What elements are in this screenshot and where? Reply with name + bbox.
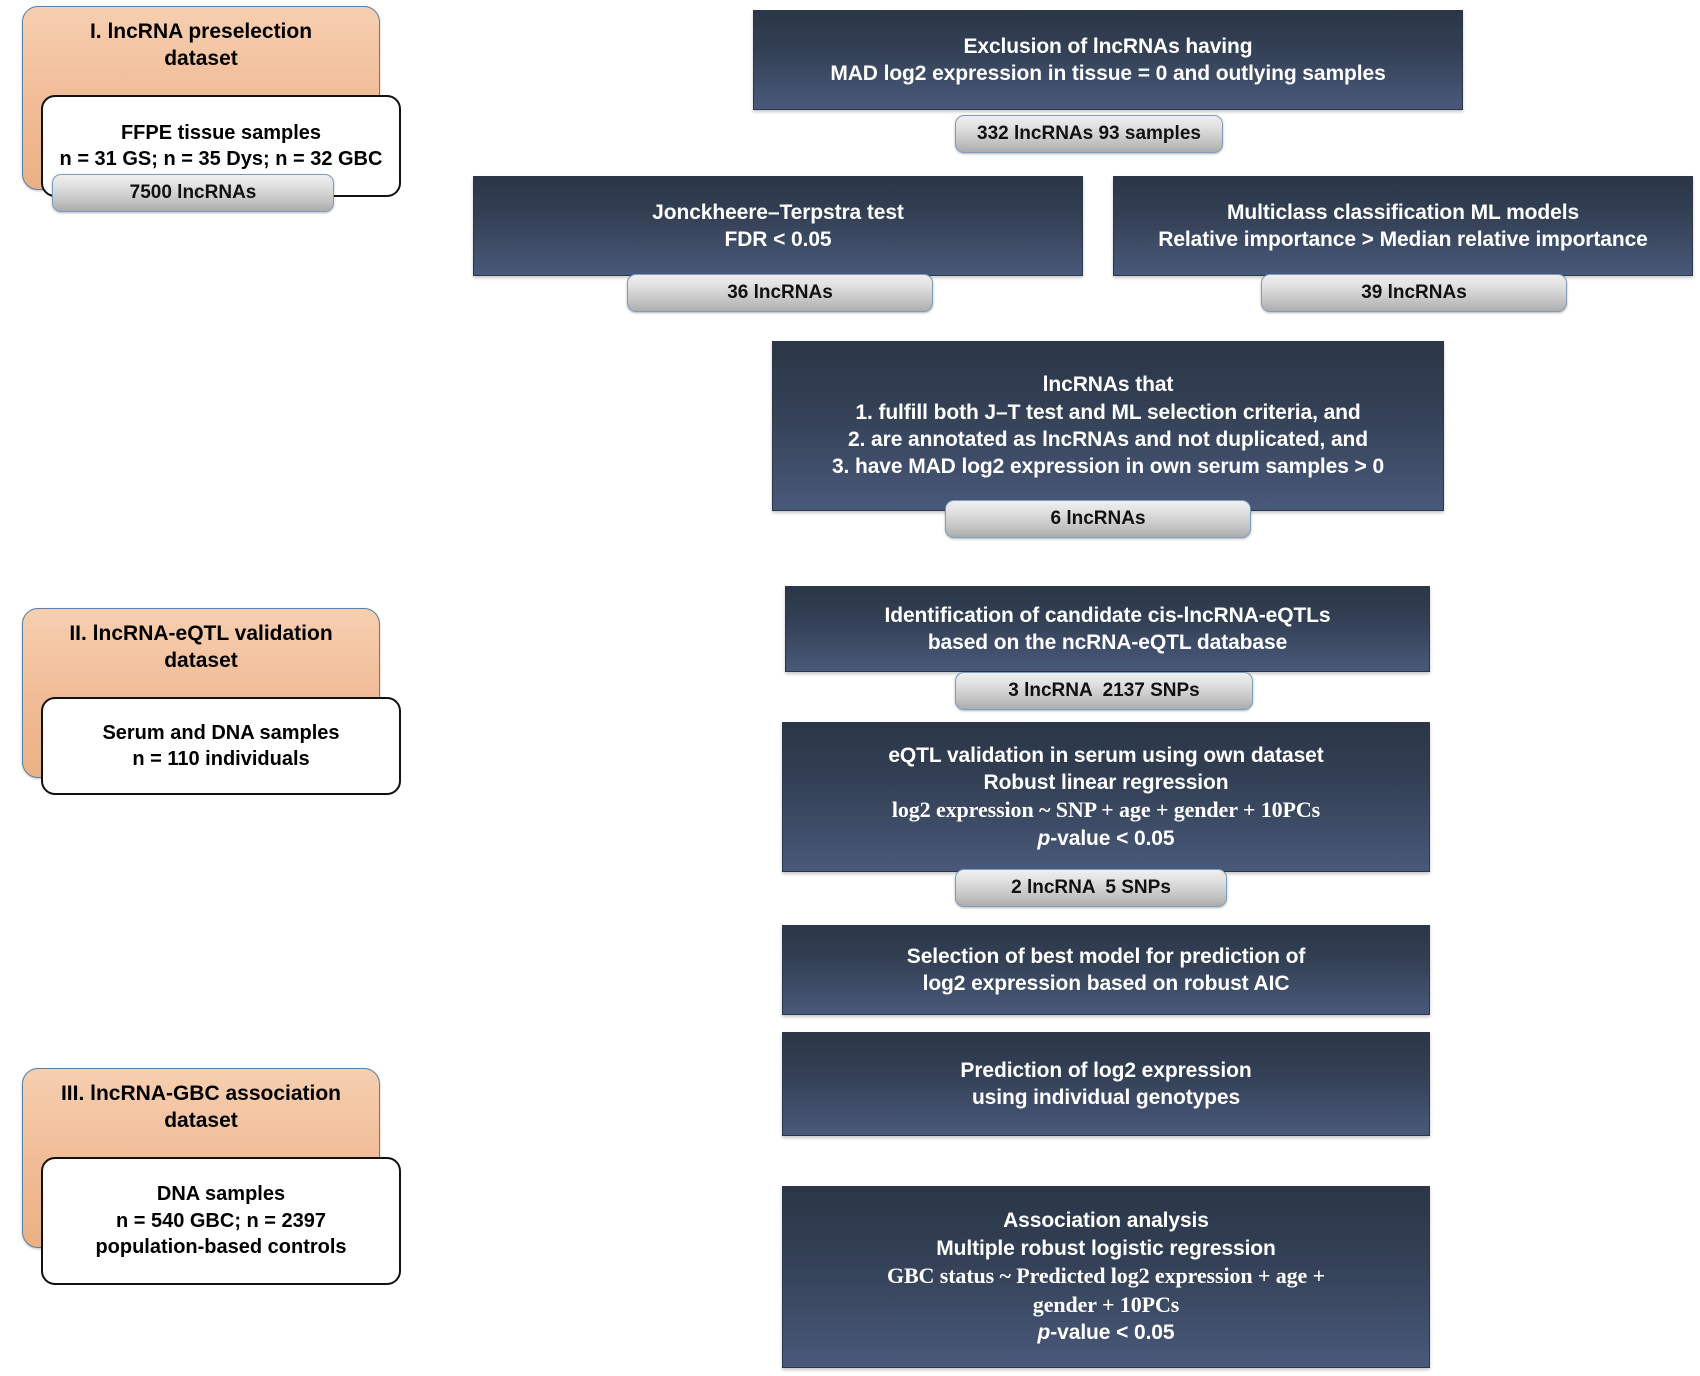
process-box-best-model-selection: Selection of best model for prediction o… <box>782 925 1430 1015</box>
chip-ml-models[interactable]: 39 lncRNAs <box>1261 274 1567 312</box>
dataset-1-title: I. lncRNA preselection dataset <box>23 7 379 83</box>
dataset-card-1: I. lncRNA preselection dataset FFPE tiss… <box>22 6 401 197</box>
criteria-line-0: lncRNAs that <box>1042 373 1174 397</box>
process-box-eqtl-validation: eQTL validation in serum using own datas… <box>782 722 1430 872</box>
process-box-jt-test: Jonckheere–Terpstra test FDR < 0.05 <box>473 176 1083 276</box>
assoc-line-1: Association analysis <box>1003 1209 1209 1233</box>
dataset-2-detail-line-1: Serum and DNA samples <box>102 721 340 744</box>
prediction-line-2: using individual genotypes <box>971 1086 1241 1109</box>
ml-line-2: Relative importance > Median relative im… <box>1158 228 1648 251</box>
jt-line-2: FDR < 0.05 <box>724 228 832 251</box>
process-box-exclusion: Exclusion of lncRNAs having MAD log2 exp… <box>753 10 1463 110</box>
cis-eqtl-line-2: based on the ncRNA-eQTL database <box>927 631 1288 654</box>
eqtl-val-formula: log2 expression ~ SNP + age + gender + 1… <box>891 797 1321 823</box>
exclusion-line-1: Exclusion of lncRNAs having <box>963 34 1253 58</box>
dataset-3-title-line-1: III. lncRNA-GBC association <box>60 1082 342 1105</box>
eqtl-val-line-1: eQTL validation in serum using own datas… <box>888 743 1324 767</box>
dataset-1-detail-line-1: FFPE tissue samples <box>120 121 322 144</box>
prediction-line-1: Prediction of log2 expression <box>960 1058 1252 1082</box>
jt-line-1: Jonckheere–Terpstra test <box>652 200 904 224</box>
dataset-2-title-line-2: dataset <box>164 648 238 672</box>
dataset-3-detail-line-3: population-based controls <box>95 1236 347 1259</box>
dataset-3-detail: DNA samples n = 540 GBC; n = 2397 popula… <box>41 1157 401 1285</box>
chip-jt-test[interactable]: 36 lncRNAs <box>627 274 933 312</box>
cis-eqtl-line-1: Identification of candidate cis-lncRNA-e… <box>884 603 1331 627</box>
assoc-formula-line-2: gender + 10PCs <box>1032 1291 1180 1317</box>
eqtl-val-line-2: Robust linear regression <box>983 771 1229 795</box>
process-box-cis-eqtl-identification: Identification of candidate cis-lncRNA-e… <box>785 586 1430 672</box>
chip-exclusion[interactable]: 332 lncRNAs 93 samples <box>955 115 1223 153</box>
dataset-3-detail-line-2: n = 540 GBC; n = 2397 <box>115 1209 327 1232</box>
process-box-association-analysis: Association analysis Multiple robust log… <box>782 1186 1430 1368</box>
eqtl-val-pvalue: p-value < 0.05 <box>1037 826 1175 850</box>
assoc-formula-line-1: GBC status ~ Predicted log2 expression +… <box>886 1263 1326 1289</box>
ml-line-1: Multiclass classification ML models <box>1226 200 1580 224</box>
assoc-pvalue: p-value < 0.05 <box>1037 1321 1175 1345</box>
dataset-2-title: II. lncRNA-eQTL validation dataset <box>23 609 379 685</box>
assoc-line-2: Multiple robust logistic regression <box>936 1236 1276 1260</box>
dataset-3-detail-line-1: DNA samples <box>156 1183 286 1206</box>
chip-combined-criteria[interactable]: 6 lncRNAs <box>945 500 1251 538</box>
criteria-line-1: 1. fulfill both J–T test and ML selectio… <box>855 400 1361 424</box>
dataset-2-detail: Serum and DNA samples n = 110 individual… <box>41 697 401 795</box>
chip-cis-eqtl[interactable]: 3 lncRNA 2137 SNPs <box>955 672 1253 710</box>
dataset-2-title-line-1: II. lncRNA-eQTL validation <box>69 622 333 645</box>
process-box-ml-models: Multiclass classification ML models Rela… <box>1113 176 1693 276</box>
criteria-line-2: 2. are annotated as lncRNAs and not dupl… <box>848 428 1368 451</box>
chip-eqtl-validation[interactable]: 2 lncRNA 5 SNPs <box>955 869 1227 907</box>
best-model-line-1: Selection of best model for prediction o… <box>906 944 1306 968</box>
process-box-combined-criteria: lncRNAs that 1. fulfill both J–T test an… <box>772 341 1444 511</box>
process-box-prediction: Prediction of log2 expression using indi… <box>782 1032 1430 1136</box>
dataset-1-title-line-2: dataset <box>164 46 238 70</box>
exclusion-line-2: MAD log2 expression in tissue = 0 and ou… <box>830 62 1386 85</box>
dataset-3-title: III. lncRNA-GBC association dataset <box>23 1069 379 1145</box>
dataset-1-chip[interactable]: 7500 lncRNAs <box>52 174 334 212</box>
dataset-1-detail-line-2: n = 31 GS; n = 35 Dys; n = 32 GBC <box>59 148 383 170</box>
dataset-1-title-line-1: I. lncRNA preselection <box>89 20 313 43</box>
dataset-card-2: II. lncRNA-eQTL validation dataset Serum… <box>22 608 401 795</box>
criteria-line-3: 3. have MAD log2 expression in own serum… <box>831 455 1385 479</box>
dataset-3-title-line-2: dataset <box>164 1108 238 1132</box>
dataset-2-detail-line-2: n = 110 individuals <box>132 748 310 770</box>
dataset-card-3: III. lncRNA-GBC association dataset DNA … <box>22 1068 401 1285</box>
best-model-line-2: log2 expression based on robust AIC <box>922 972 1290 995</box>
